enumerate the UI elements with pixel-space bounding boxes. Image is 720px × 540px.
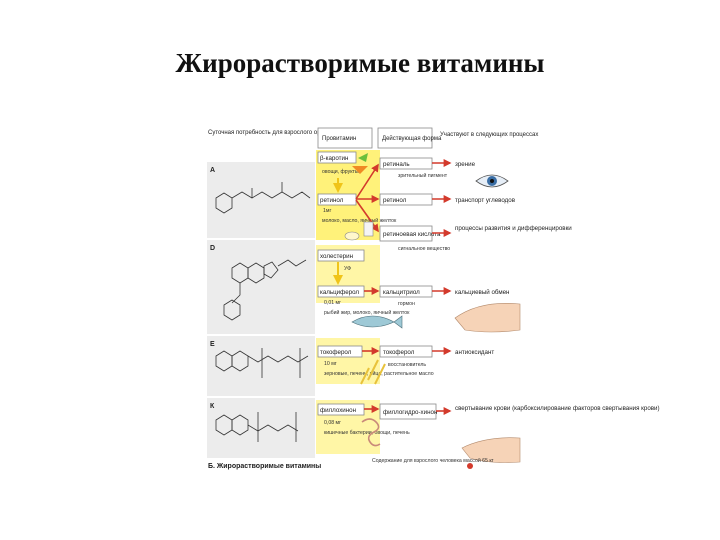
- header-provitamin-box: [317, 127, 373, 149]
- panel-vitamin-k: [207, 398, 315, 458]
- active-retinol: ретинол: [383, 197, 407, 204]
- process-antioxidant: антиоксидант: [455, 349, 494, 356]
- section-letter-k: К: [210, 403, 215, 410]
- section-letter-a: A: [210, 167, 215, 174]
- header-active-form: Действующая форма: [382, 135, 442, 142]
- panel-vitamin-e: [207, 336, 315, 396]
- active-retinoic-acid: ретиноевая кислота: [383, 231, 441, 238]
- provit-retinol: ретинол: [320, 197, 344, 204]
- process-development: процессы развития и дифференцировки: [455, 225, 572, 232]
- grain-illustration: [360, 359, 386, 385]
- provit-phylloquinone: филлохинон: [320, 407, 356, 414]
- active-retinal: ретиналь: [383, 161, 410, 168]
- active-calcitriol: кальцитриол: [383, 289, 420, 296]
- process-vision: зрение: [455, 161, 476, 168]
- phylloquinone-structure: [215, 412, 299, 442]
- note-retinoic-acid: сигнальное вещество: [398, 246, 450, 252]
- figure-footnote: Содержание для взрослого человека массой…: [372, 457, 494, 464]
- dose-tocopherol: 10 мг: [324, 361, 337, 367]
- vegetables-illustration: [352, 153, 368, 174]
- provit-calciferol: кальциферол: [320, 289, 359, 296]
- header-processes: Участвуют в следующих процессах: [440, 132, 538, 138]
- process-carb-transport: транспорт углеводов: [455, 197, 516, 204]
- source-tocopherol: зерновые, печень, яйца, растительное мас…: [324, 370, 434, 377]
- dose-calciferol: 0,01 мг: [324, 300, 341, 306]
- header-requirement: Суточная потребность для взрослого орган…: [208, 130, 343, 136]
- source-calciferol: рыбий жир, молоко, яичный желток: [324, 309, 410, 316]
- fish-illustration: [351, 315, 403, 329]
- panel-vitamin-a: [207, 162, 315, 238]
- section-letter-d: D: [210, 245, 215, 252]
- active-tocopherol: токоферол: [383, 349, 415, 356]
- intestine-illustration: [361, 418, 381, 447]
- slide-title: Жирорастворимые витамины: [175, 48, 545, 78]
- dose-phylloquinone: 0,08 мг: [324, 420, 341, 426]
- figure-caption: Б. Жирорастворимые витамины: [208, 463, 321, 470]
- provit-tocopherol: токоферол: [320, 349, 352, 356]
- calciferol-structure: [223, 259, 307, 321]
- milk-illustration: [344, 221, 374, 241]
- process-coagulation: свертывание крови (карбоксилирование фак…: [455, 405, 660, 412]
- retinol-structure: [215, 182, 311, 214]
- provit-cholesterol: холестерин: [320, 253, 353, 260]
- flow-arrows: [355, 159, 452, 415]
- provit-box-beta-carotene: [317, 151, 357, 164]
- source-phylloquinone: кишечные бактерии, овощи, печень: [324, 430, 410, 436]
- note-retinal: зрительный пигмент: [398, 172, 448, 179]
- panel-vitamin-d: [207, 240, 315, 334]
- active-phyllohydroquinone: филлогидро-хинон: [383, 409, 437, 416]
- dose-retinol: 1мг: [323, 208, 331, 214]
- arm-illustration: [454, 303, 521, 333]
- eye-illustration: [475, 174, 509, 188]
- note-calcitriol: гормон: [398, 301, 415, 307]
- provit-box-cholesterol: [317, 249, 365, 262]
- note-uv: УФ: [344, 266, 351, 272]
- header-active-box: [377, 127, 433, 149]
- provit-beta-carotene: β-каротин: [320, 155, 348, 162]
- note-tocopherol: восстановитель: [388, 362, 426, 368]
- section-letter-e: E: [210, 341, 215, 348]
- process-calcium: кальциевый обмен: [455, 289, 509, 296]
- header-provitamin: Провитамин: [322, 136, 356, 142]
- tocopherol-structure: [215, 348, 309, 378]
- hand-illustration: [461, 437, 521, 469]
- source-beta-carotene: овощи, фрукты: [322, 169, 359, 175]
- source-retinol: молоко, масло, яичный желток: [322, 217, 397, 224]
